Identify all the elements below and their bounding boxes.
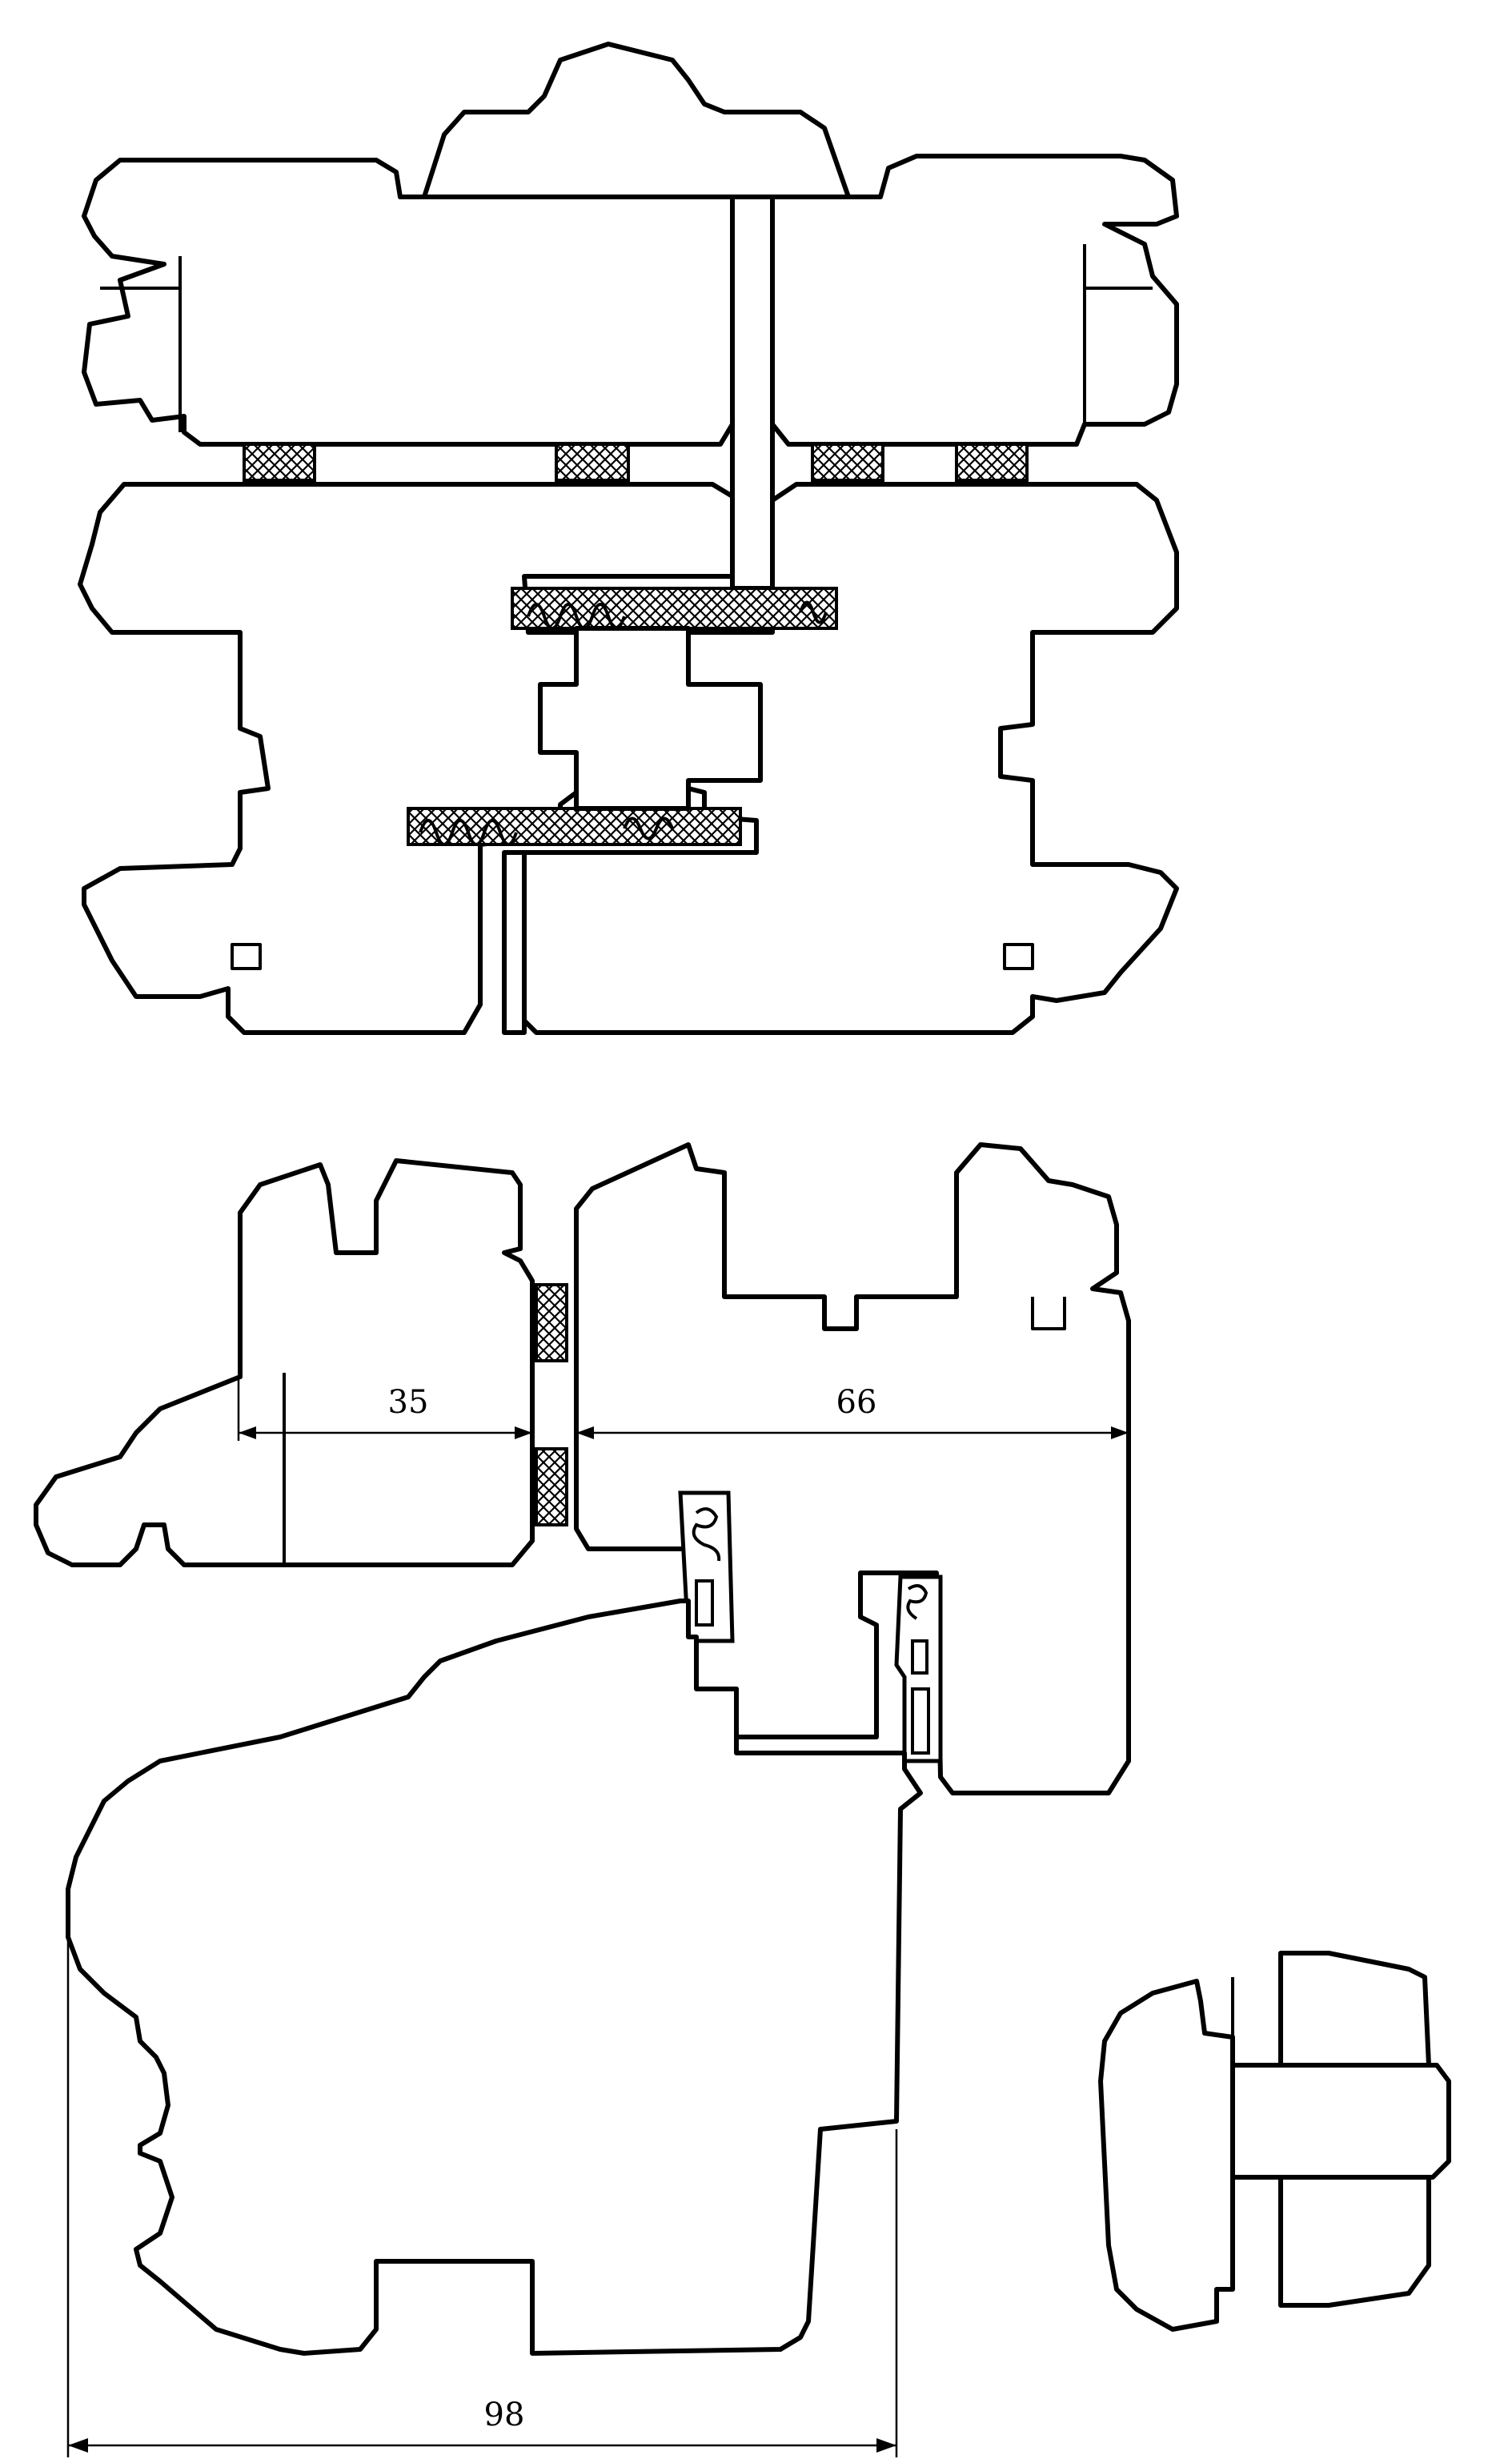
- seal-strip: [243, 443, 316, 482]
- dimension-98: 98: [66, 1889, 898, 2457]
- sash-sill-assembly: [34, 1142, 1131, 2356]
- jamb-right-upper: [1278, 1951, 1431, 2068]
- center-mullion-lower: [502, 850, 527, 1035]
- upper-gasket-waves: [527, 600, 828, 630]
- left-sash-profile: [34, 1158, 535, 1567]
- crown-moulding: [422, 42, 851, 199]
- lower-right-sash-notch: [1003, 943, 1034, 970]
- upper-gasket: [511, 587, 838, 630]
- jamb-right-lower: [1278, 2175, 1431, 2308]
- seal-strip: [555, 443, 630, 482]
- seal-strip: [535, 1447, 568, 1526]
- lower-left-sash-notch: [231, 943, 262, 970]
- jamb-tongue: [1230, 2063, 1451, 2180]
- lower-right-sash: [518, 482, 1179, 1035]
- upper-left-sash-groove: [100, 256, 182, 432]
- double-sash-assembly: [78, 42, 1179, 1035]
- dimension-35: 35: [237, 1377, 534, 1441]
- jamb-left-block: [1098, 1979, 1235, 2332]
- sill-gasket-coil: [906, 1584, 930, 1755]
- upper-left-sash-rail: [82, 158, 735, 447]
- sill-gasket: [894, 1574, 943, 1763]
- upper-right-sash-groove: [1083, 244, 1153, 424]
- seal-strip: [811, 443, 884, 482]
- sill-profile: [66, 1599, 923, 2356]
- lower-gasket: [407, 807, 742, 846]
- frame-stop: [1031, 1297, 1066, 1330]
- upper-right-sash-rail: [770, 154, 1179, 447]
- dimension-66: 66: [575, 1384, 1130, 1441]
- dimension-label: 35: [388, 1384, 429, 1421]
- seal-strip: [955, 443, 1029, 482]
- center-mullion: [730, 195, 775, 591]
- frame-gasket-coil: [692, 1507, 721, 1627]
- dimension-label: 66: [836, 1384, 877, 1421]
- lower-gasket-waves: [419, 816, 674, 846]
- small-jamb-profile: [1098, 1951, 1451, 2332]
- seal-strip: [535, 1283, 568, 1362]
- interlock-block: [538, 626, 763, 811]
- dimension-label: 98: [484, 2397, 525, 2433]
